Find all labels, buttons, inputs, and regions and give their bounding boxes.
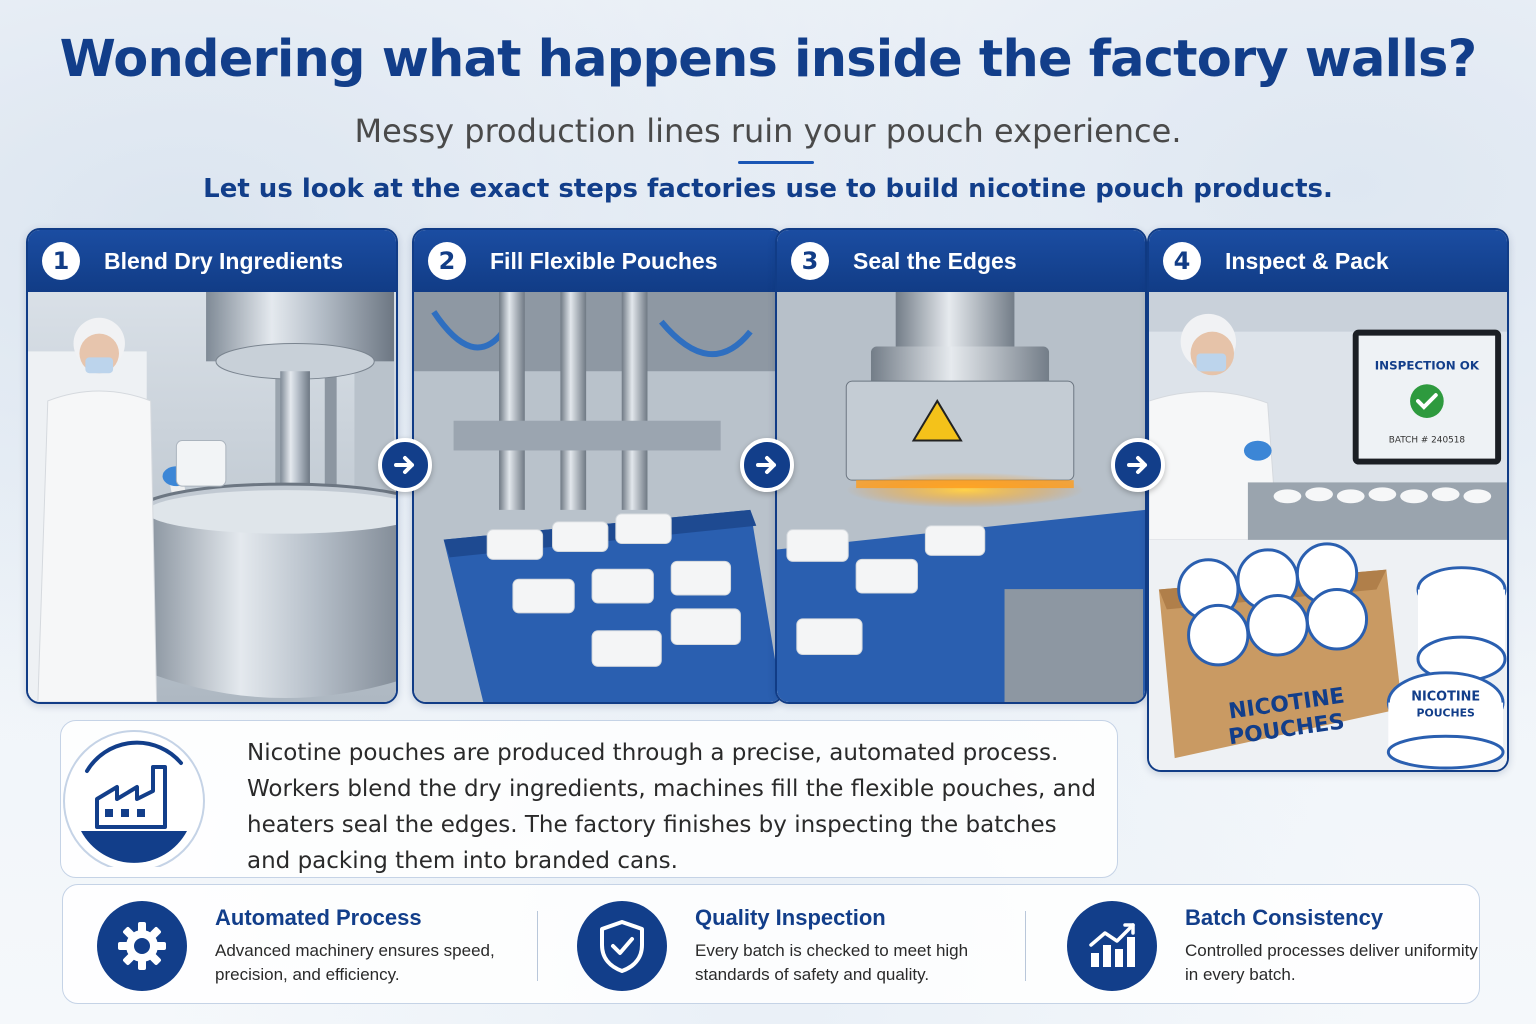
feature-bar: Automated Process Advanced machinery ens… [62, 884, 1480, 1004]
step-arrow-3 [1111, 438, 1165, 492]
blending-illustration [28, 292, 396, 702]
filling-illustration [414, 292, 782, 702]
arrow-right-icon [394, 456, 414, 474]
step-number: 3 [791, 242, 829, 280]
step-number: 2 [428, 242, 466, 280]
arrow-right-icon [756, 456, 776, 474]
step-number: 1 [42, 242, 80, 280]
arrow-right-icon [1127, 456, 1147, 474]
factory-icon [61, 721, 207, 872]
step-header: 2 Fill Flexible Pouches [414, 230, 782, 292]
can-label-line1: NICOTINE [1411, 690, 1480, 705]
feature-divider [1025, 911, 1026, 981]
step-arrow-1 [378, 438, 432, 492]
step-title: Fill Flexible Pouches [490, 247, 718, 274]
feature-title: Quality Inspection [695, 905, 886, 930]
step-header: 1 Blend Dry Ingredients [28, 230, 396, 292]
lead-text: Let us look at the exact steps factories… [203, 174, 1333, 204]
growth-chart-icon [1067, 901, 1157, 991]
step-card-3: 3 Seal the Edges [775, 228, 1147, 704]
can-label-line2: POUCHES [1417, 706, 1475, 719]
step-title: Blend Dry Ingredients [104, 247, 343, 274]
feature-quality-inspection: Quality Inspection Every batch is checke… [543, 885, 1003, 1005]
feature-text: Every batch is checked to meet high stan… [695, 941, 969, 984]
feature-text: Advanced machinery ensures speed, precis… [215, 941, 495, 984]
step-card-2: 2 Fill Flexible Pouches [412, 228, 784, 704]
step-card-4: 4 Inspect & Pack INSPECTION OK BATCH # 2… [1147, 228, 1509, 772]
page-title: Wondering what happens inside the factor… [59, 30, 1478, 89]
sealing-illustration [777, 292, 1145, 702]
step-card-1: 1 Blend Dry Ingredients [26, 228, 398, 704]
gear-icon [97, 901, 187, 991]
feature-text: Controlled processes deliver uniformity … [1185, 941, 1478, 984]
step-header: 3 Seal the Edges [777, 230, 1145, 292]
batch-number-text: BATCH # 240518 [1389, 436, 1466, 446]
feature-automated-process: Automated Process Advanced machinery ens… [63, 885, 523, 1005]
inspection-status-text: INSPECTION OK [1375, 358, 1480, 372]
feature-title: Batch Consistency [1185, 905, 1384, 930]
page-subtitle: Messy production lines ruin your pouch e… [354, 112, 1182, 150]
step-arrow-2 [740, 438, 794, 492]
subtitle-divider [738, 161, 814, 164]
inspection-illustration: INSPECTION OK BATCH # 240518 NICOTINE PO… [1149, 292, 1507, 770]
step-number: 4 [1163, 242, 1201, 280]
feature-title: Automated Process [215, 905, 422, 930]
description-panel: Nicotine pouches are produced through a … [60, 720, 1118, 878]
feature-divider [537, 911, 538, 981]
description-text: Nicotine pouches are produced through a … [247, 740, 1096, 874]
step-title: Inspect & Pack [1225, 247, 1389, 274]
feature-batch-consistency: Batch Consistency Controlled processes d… [1033, 885, 1493, 1005]
step-title: Seal the Edges [853, 247, 1017, 274]
shield-check-icon [577, 901, 667, 991]
step-header: 4 Inspect & Pack [1149, 230, 1507, 292]
